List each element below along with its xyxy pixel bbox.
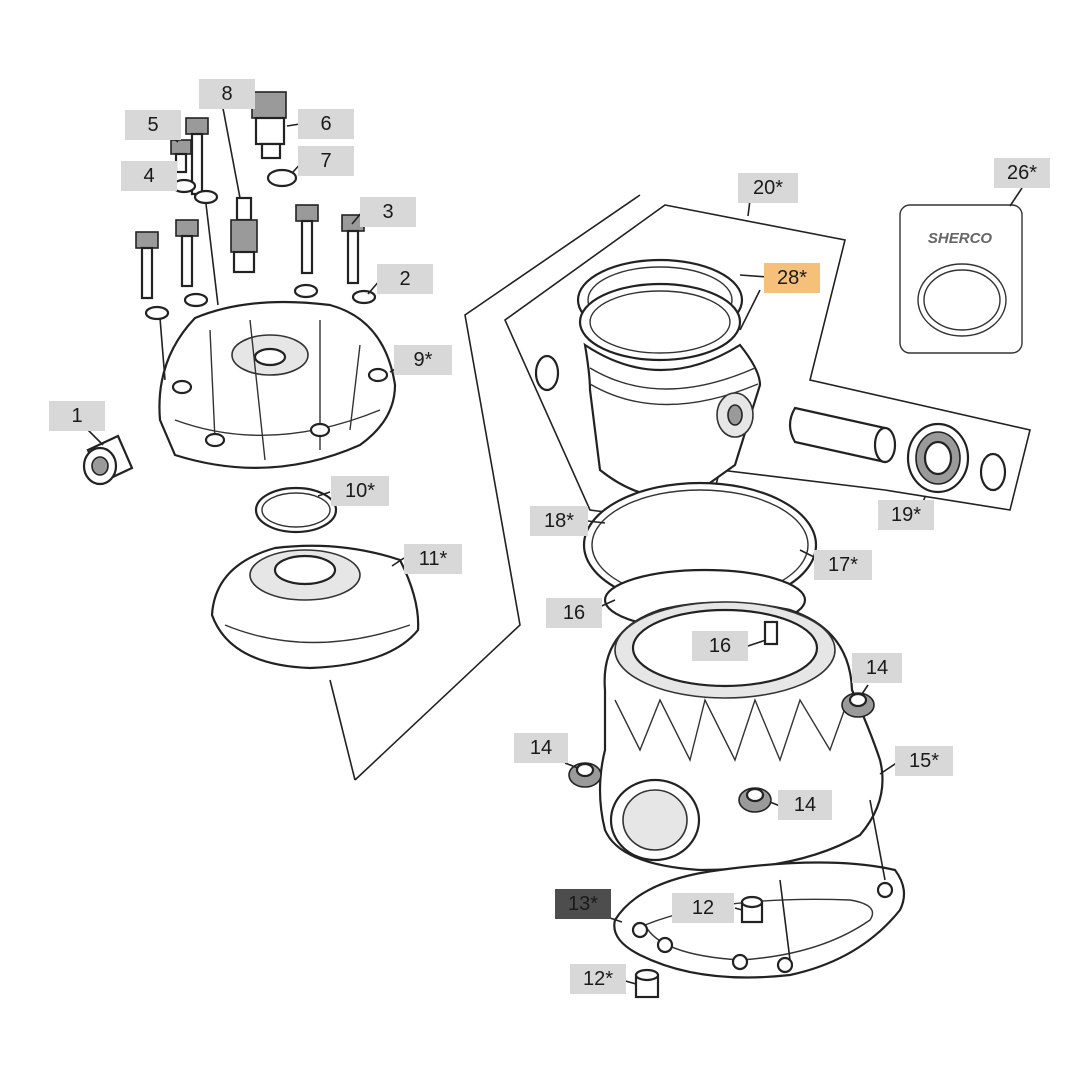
callout-6[interactable]: 6	[298, 109, 354, 139]
callout-1[interactable]: 1	[49, 401, 105, 431]
bolt-icon	[293, 204, 319, 299]
callout-7[interactable]: 7	[298, 146, 354, 176]
kit-package-icon	[899, 204, 1023, 354]
o-ring-icon	[254, 486, 338, 534]
spark-plug-icon	[230, 196, 258, 274]
piston-ring-icon	[578, 282, 742, 362]
callout-16-dowel[interactable]: 16	[692, 631, 748, 661]
callout-14-center[interactable]: 14	[778, 790, 832, 820]
nut-icon	[738, 787, 772, 813]
nut-icon	[568, 762, 602, 788]
callout-20[interactable]: 20*	[738, 173, 798, 203]
callout-11[interactable]: 11*	[404, 544, 462, 574]
brand-logo: SHERCO	[928, 230, 993, 247]
callout-13[interactable]: 13*	[555, 889, 611, 919]
bolt-icon	[341, 214, 377, 305]
callout-17[interactable]: 17*	[814, 550, 872, 580]
dowel-pin-icon	[763, 620, 779, 646]
callout-8[interactable]: 8	[199, 79, 255, 109]
callout-9[interactable]: 9*	[394, 345, 452, 375]
callout-2[interactable]: 2	[377, 264, 433, 294]
group-boundary-line	[354, 194, 641, 781]
group-boundary-line-lower	[329, 679, 356, 781]
piston-kit-box	[504, 204, 1031, 526]
nut-icon	[841, 692, 875, 718]
bolt-icon	[135, 231, 170, 321]
dowel-icon	[740, 895, 764, 924]
callout-18[interactable]: 18*	[530, 506, 588, 536]
temperature-sensor-icon	[251, 91, 287, 160]
callout-26[interactable]: 26*	[994, 158, 1050, 188]
callout-19[interactable]: 19*	[878, 500, 934, 530]
circlip-icon	[979, 452, 1007, 492]
callout-16-gasket[interactable]: 16	[546, 598, 602, 628]
bolt-icon	[175, 219, 209, 308]
circlip-icon	[534, 354, 560, 392]
callout-4[interactable]: 4	[121, 161, 177, 191]
coolant-fitting-icon	[82, 434, 134, 486]
cylinder-head-icon	[158, 300, 397, 469]
callout-5[interactable]: 5	[125, 110, 181, 140]
callout-3[interactable]: 3	[360, 197, 416, 227]
callout-10[interactable]: 10*	[331, 476, 389, 506]
callout-14-top[interactable]: 14	[852, 653, 902, 683]
washer-icon	[266, 168, 298, 188]
leader-line	[221, 102, 241, 199]
callout-12[interactable]: 12	[672, 893, 734, 923]
callout-14-left[interactable]: 14	[514, 733, 568, 763]
dowel-icon	[634, 968, 660, 999]
bolt-icon	[185, 117, 219, 205]
callout-28[interactable]: 28*	[764, 263, 820, 293]
callout-15[interactable]: 15*	[895, 746, 953, 776]
piston-icon	[583, 342, 762, 498]
callout-12-star[interactable]: 12*	[570, 964, 626, 994]
